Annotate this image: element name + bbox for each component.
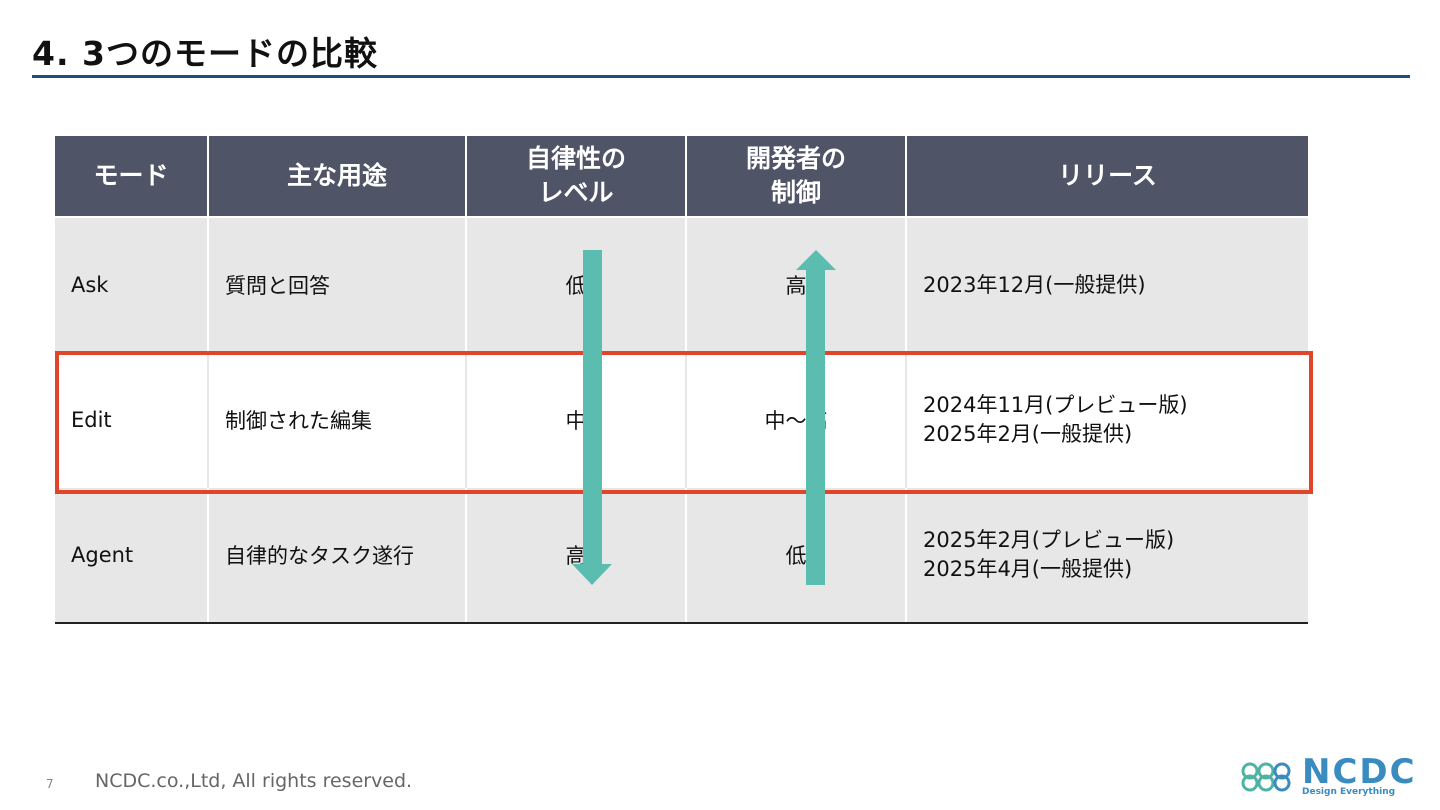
arrow-up-icon <box>796 250 836 586</box>
cell-control: 高 <box>686 217 907 353</box>
cell-use: 質問と回答 <box>208 217 467 353</box>
release-line: 2025年2月(一般提供) <box>923 422 1133 446</box>
header-control: 開発者の 制御 <box>686 136 907 218</box>
cell-autonomy: 高 <box>466 487 687 624</box>
ncdc-logo-mark-icon <box>1241 762 1291 792</box>
cell-use: 制御された編集 <box>208 352 467 488</box>
table-row-agent: Agent 自律的なタスク遂行 高 低 2025年2月(プレビュー版) 2025… <box>55 487 1308 624</box>
cell-release: 2023年12月(一般提供) <box>906 217 1308 353</box>
cell-mode: Agent <box>55 487 209 624</box>
cell-release: 2024年11月(プレビュー版) 2025年2月(一般提供) <box>906 352 1308 488</box>
ncdc-logo <box>1238 755 1410 799</box>
copyright-text: NCDC.co.,Ltd, All rights reserved. <box>95 770 413 792</box>
cell-control: 中～高 <box>686 352 907 488</box>
cell-autonomy: 低 <box>466 217 687 353</box>
logo-tagline: Design Everything <box>1302 787 1396 797</box>
logo-wordmark: NCDC <box>1302 752 1417 792</box>
arrow-down-icon <box>572 250 612 586</box>
header-release: リリース <box>906 136 1308 218</box>
release-line: 2024年11月(プレビュー版) <box>923 393 1188 417</box>
release-line: 2023年12月(一般提供) <box>923 272 1146 297</box>
cell-mode: Edit <box>55 352 209 488</box>
cell-mode: Ask <box>55 217 209 353</box>
cell-autonomy: 中 <box>466 352 687 488</box>
table-row-edit: Edit 制御された編集 中 中～高 2024年11月(プレビュー版) 2025… <box>55 352 1308 488</box>
header-mode: モード <box>55 136 209 218</box>
table-row-ask: Ask 質問と回答 低 高 2023年12月(一般提供) <box>55 217 1308 353</box>
cell-release: 2025年2月(プレビュー版) 2025年4月(一般提供) <box>906 487 1308 624</box>
header-use: 主な用途 <box>208 136 467 218</box>
release-line: 2025年2月(プレビュー版) <box>923 528 1175 552</box>
title-underline <box>32 75 1410 78</box>
cell-use: 自律的なタスク遂行 <box>208 487 467 624</box>
slide-title: 4. 3つのモードの比較 <box>32 34 378 73</box>
table-header-row: モード 主な用途 自律性の レベル 開発者の 制御 リリース <box>55 136 1308 218</box>
page-number: 7 <box>46 777 54 791</box>
cell-control: 低 <box>686 487 907 624</box>
release-line: 2025年4月(一般提供) <box>923 557 1133 581</box>
mode-comparison-table: モード 主な用途 自律性の レベル 開発者の 制御 リリース Ask 質問と回答… <box>55 136 1308 624</box>
header-autonomy: 自律性の レベル <box>466 136 687 218</box>
